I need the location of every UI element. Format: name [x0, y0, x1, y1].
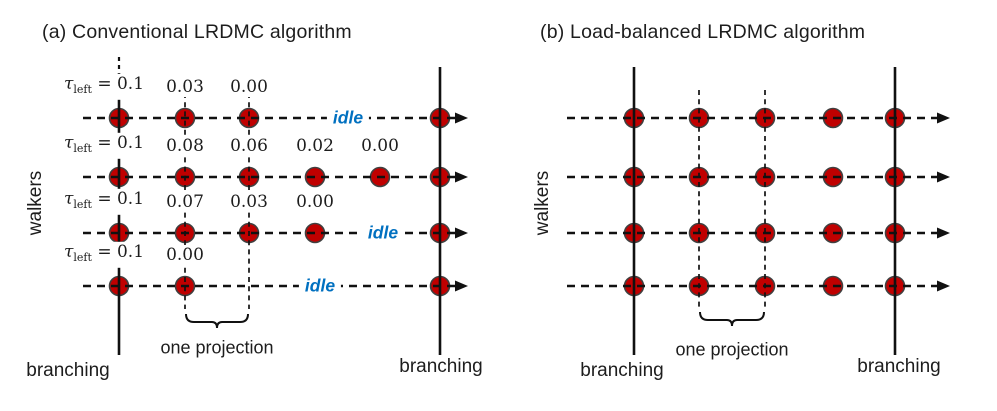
arrowhead-icon	[455, 227, 468, 239]
tau-left-label: τleft = 0.1	[62, 241, 147, 269]
walkers-axis-label: walkers	[25, 170, 46, 236]
projection-brace	[699, 311, 765, 327]
arrowhead-icon	[937, 280, 950, 292]
branching-label: branching	[26, 360, 110, 381]
branching-label: branching	[580, 360, 664, 381]
tau-value-label: 0.00	[227, 77, 271, 97]
tau-left-label: τleft = 0.1	[62, 73, 147, 101]
idle-label: idle	[361, 223, 405, 243]
tau-value-label: 0.00	[163, 245, 207, 265]
tau-left-label: τleft = 0.1	[62, 188, 147, 216]
branching-label: branching	[399, 356, 483, 377]
arrowhead-icon	[455, 112, 468, 124]
projection-brace	[185, 313, 249, 329]
idle-label: idle	[298, 276, 342, 296]
tau-value-label: 0.00	[293, 192, 337, 212]
walkers-axis-label: walkers	[532, 170, 553, 236]
one-projection-label: one projection	[160, 337, 274, 358]
tau-value-label: 0.03	[163, 77, 207, 97]
tau-value-label: 0.02	[293, 136, 337, 156]
tau-value-label: 0.00	[358, 136, 402, 156]
arrowhead-icon	[937, 112, 950, 124]
tau-value-label: 0.07	[163, 192, 207, 212]
panel-title-a: (a) Conventional LRDMC algorithm	[42, 21, 352, 43]
tau-value-label: 0.03	[227, 192, 271, 212]
arrowhead-icon	[455, 171, 468, 183]
idle-label: idle	[326, 108, 370, 128]
tau-value-label: 0.06	[227, 136, 271, 156]
arrowhead-icon	[937, 227, 950, 239]
one-projection-label: one projection	[675, 339, 789, 360]
arrowhead-icon	[937, 171, 950, 183]
tau-value-label: 0.08	[163, 136, 207, 156]
panel-title-b: (b) Load-balanced LRDMC algorithm	[540, 21, 866, 43]
arrowhead-icon	[455, 280, 468, 292]
tau-left-label: τleft = 0.1	[62, 132, 147, 160]
branching-label: branching	[857, 356, 941, 377]
